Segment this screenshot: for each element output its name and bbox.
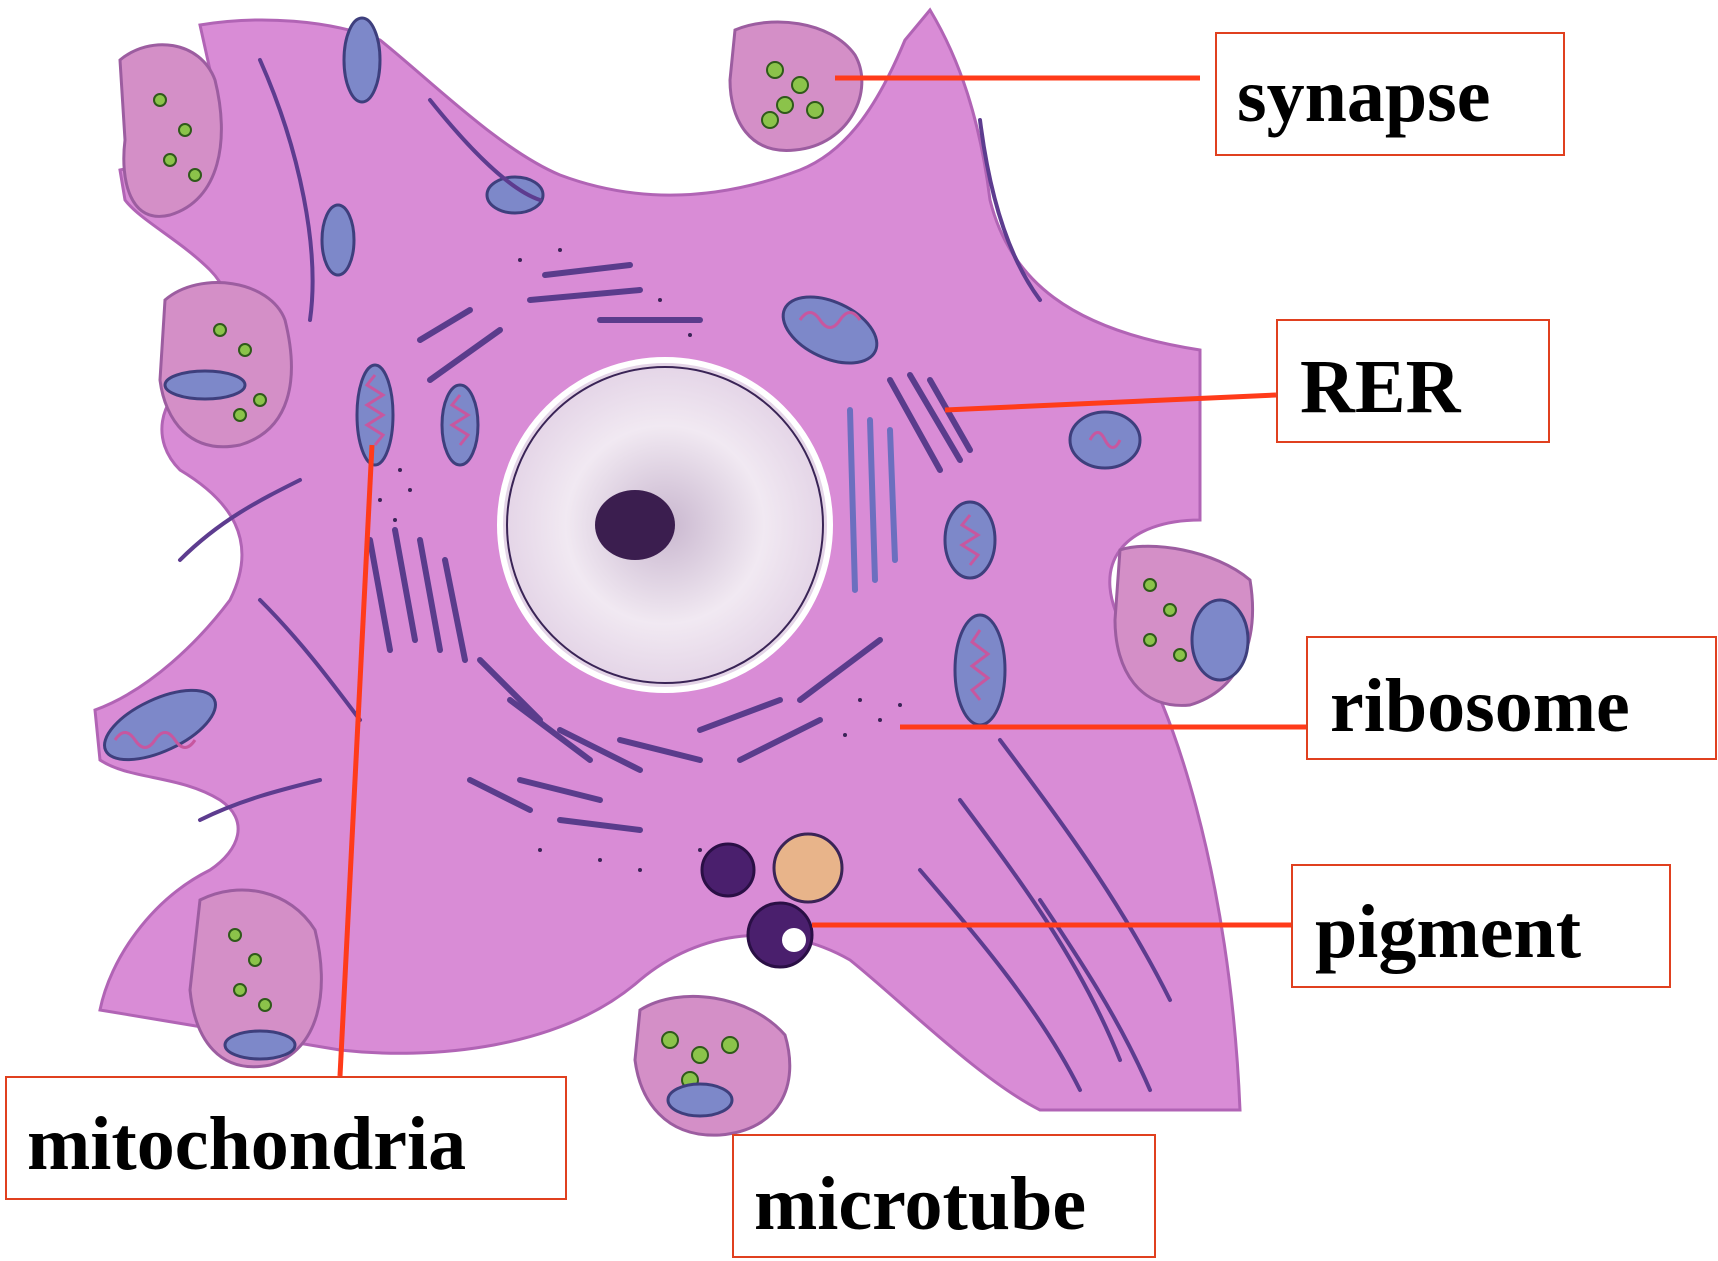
nucleolus (595, 490, 675, 560)
label-synapse: synapse (1215, 32, 1565, 156)
label-rer: RER (1276, 319, 1550, 443)
label-rer-text: RER (1300, 349, 1460, 425)
label-mitochondria-text: mitochondria (27, 1106, 466, 1182)
label-microtube-text: microtube (754, 1166, 1086, 1242)
label-ribosome: ribosome (1306, 636, 1717, 760)
nucleus (500, 360, 830, 690)
label-microtube: microtube (732, 1134, 1156, 1258)
label-ribosome-text: ribosome (1330, 668, 1630, 744)
label-pigment-text: pigment (1315, 894, 1581, 970)
label-mitochondria: mitochondria (5, 1076, 567, 1200)
label-pigment: pigment (1291, 864, 1671, 988)
label-synapse-text: synapse (1237, 58, 1490, 134)
